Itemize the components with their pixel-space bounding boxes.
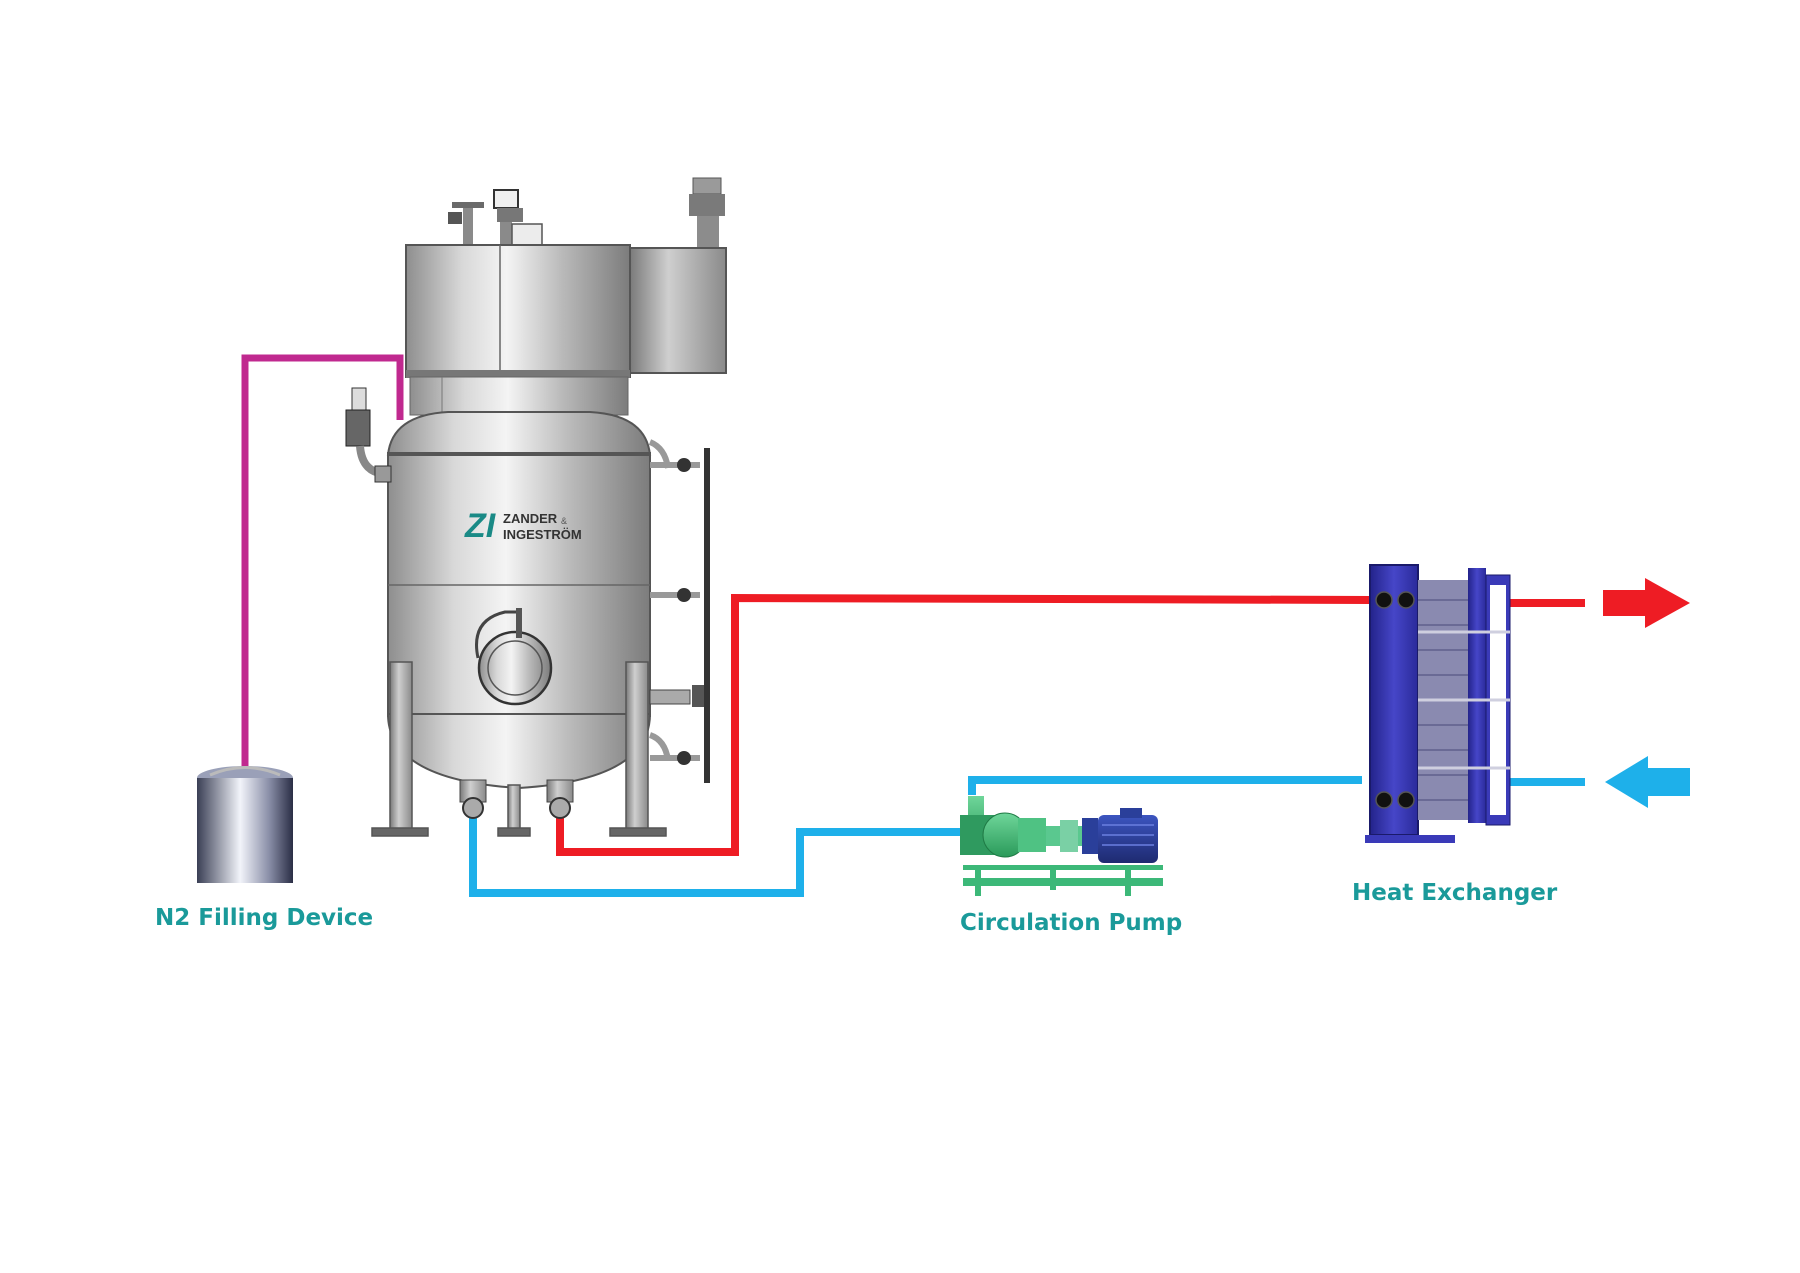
hot-outlet-arrow [1603,578,1690,628]
heat-exchanger-label: Heat Exchanger [1352,880,1558,906]
cold-pipe [469,776,1585,897]
logo-ampersand: & [561,516,567,526]
zander-ingestrom-logo: ZI ZANDER & INGESTRÖM [464,507,582,545]
vessel-top-cabinet [405,244,631,378]
n2-filling-device-label: N2 Filling Device [155,905,373,931]
vessel-legs [371,661,667,837]
top-fittings [448,177,725,249]
circulation-pump-label: Circulation Pump [960,910,1182,936]
storage-vessel: ZI ZANDER & INGESTRÖM [345,177,727,837]
hot-pipe [556,593,1585,856]
circulation-pump [960,796,1163,896]
bottom-nozzles [459,779,574,819]
logo-line-2: INGESTRÖM [503,527,582,542]
n2-pipe [241,354,404,770]
heat-exchanger [1365,564,1511,843]
vessel-side-box [629,247,727,374]
manway [475,608,553,706]
n2-filling-device [197,766,293,883]
level-gauge [648,439,710,783]
cold-inlet-arrow [1605,756,1690,808]
logo-mark: ZI [464,507,497,545]
logo-line-1: ZANDER [503,511,558,526]
safety-valve [345,387,392,483]
